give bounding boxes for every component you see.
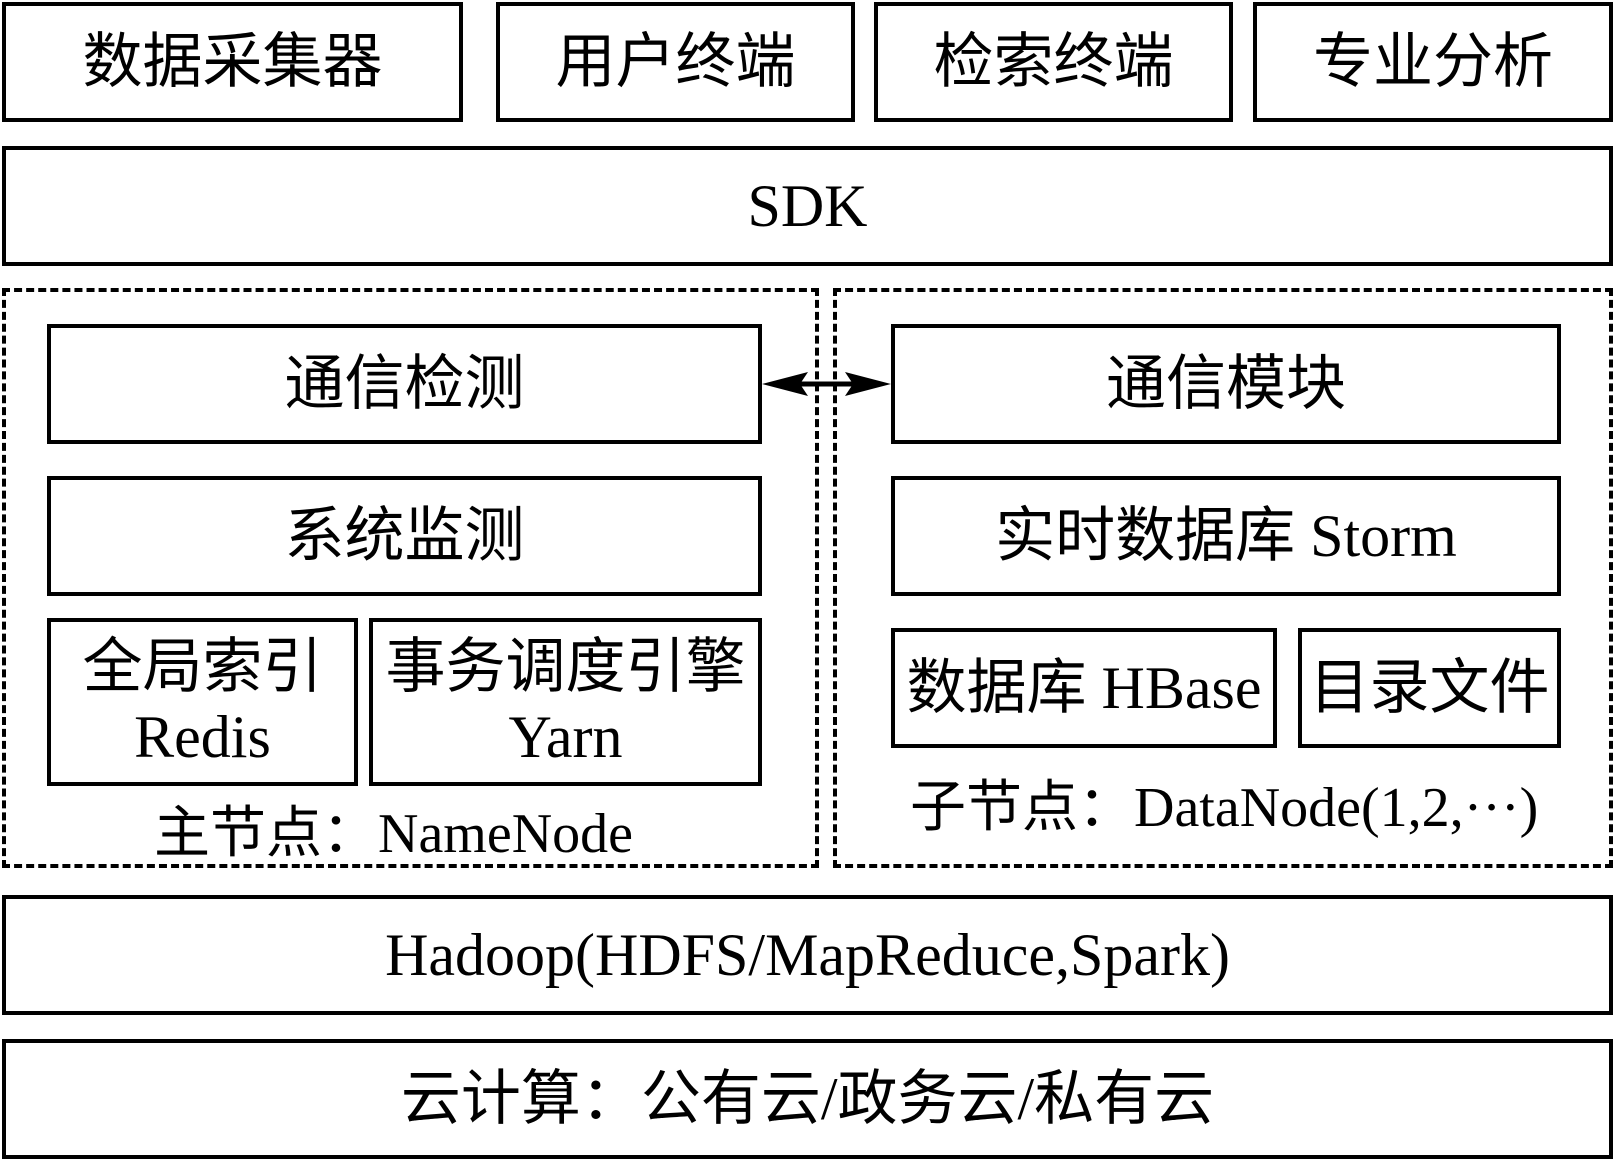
master-node-group [2, 288, 819, 868]
sdk-box: SDK [2, 146, 1613, 266]
search-terminal-label: 检索终端 [933, 29, 1174, 95]
dir-files-label: 目录文件 [1309, 655, 1550, 721]
user-terminal-label: 用户终端 [555, 29, 796, 95]
dir-files-box: 目录文件 [1298, 628, 1561, 748]
comm-module-box: 通信模块 [891, 324, 1561, 444]
data-collector-box: 数据采集器 [2, 2, 463, 122]
hbase-box: 数据库 HBase [891, 628, 1277, 748]
scheduler-label-1: 事务调度引擎 [385, 634, 746, 700]
hadoop-label: Hadoop(HDFS/MapReduce,Spark) [385, 922, 1230, 988]
realtime-db-label: 实时数据库 Storm [995, 503, 1457, 569]
scheduler-box: 事务调度引擎 Yarn [369, 618, 762, 786]
cloud-label: 云计算：公有云/政务云/私有云 [400, 1066, 1215, 1132]
data-node-caption: 子节点：DataNode(1,2,···) [910, 777, 1539, 839]
global-index-box: 全局索引 Redis [47, 618, 358, 786]
scheduler-label-2: Yarn [508, 704, 623, 770]
master-node-caption: 主节点：NameNode [154, 803, 634, 865]
global-index-label-2: Redis [134, 704, 271, 770]
user-terminal-box: 用户终端 [496, 2, 855, 122]
comm-module-label: 通信模块 [1106, 351, 1346, 417]
data-node-group [833, 288, 1613, 868]
pro-analysis-label: 专业分析 [1313, 29, 1553, 95]
pro-analysis-box: 专业分析 [1253, 2, 1613, 122]
sdk-label: SDK [747, 173, 868, 239]
comm-detect-box: 通信检测 [47, 324, 762, 444]
comm-detect-label: 通信检测 [284, 351, 525, 417]
search-terminal-box: 检索终端 [874, 2, 1233, 122]
global-index-label-1: 全局索引 [82, 634, 323, 700]
hbase-label: 数据库 HBase [906, 655, 1262, 721]
realtime-db-box: 实时数据库 Storm [891, 476, 1561, 596]
cloud-box: 云计算：公有云/政务云/私有云 [2, 1039, 1613, 1159]
sys-monitor-label: 系统监测 [284, 503, 525, 569]
data-collector-label: 数据采集器 [82, 29, 383, 95]
sys-monitor-box: 系统监测 [47, 476, 762, 596]
hadoop-box: Hadoop(HDFS/MapReduce,Spark) [2, 895, 1613, 1015]
